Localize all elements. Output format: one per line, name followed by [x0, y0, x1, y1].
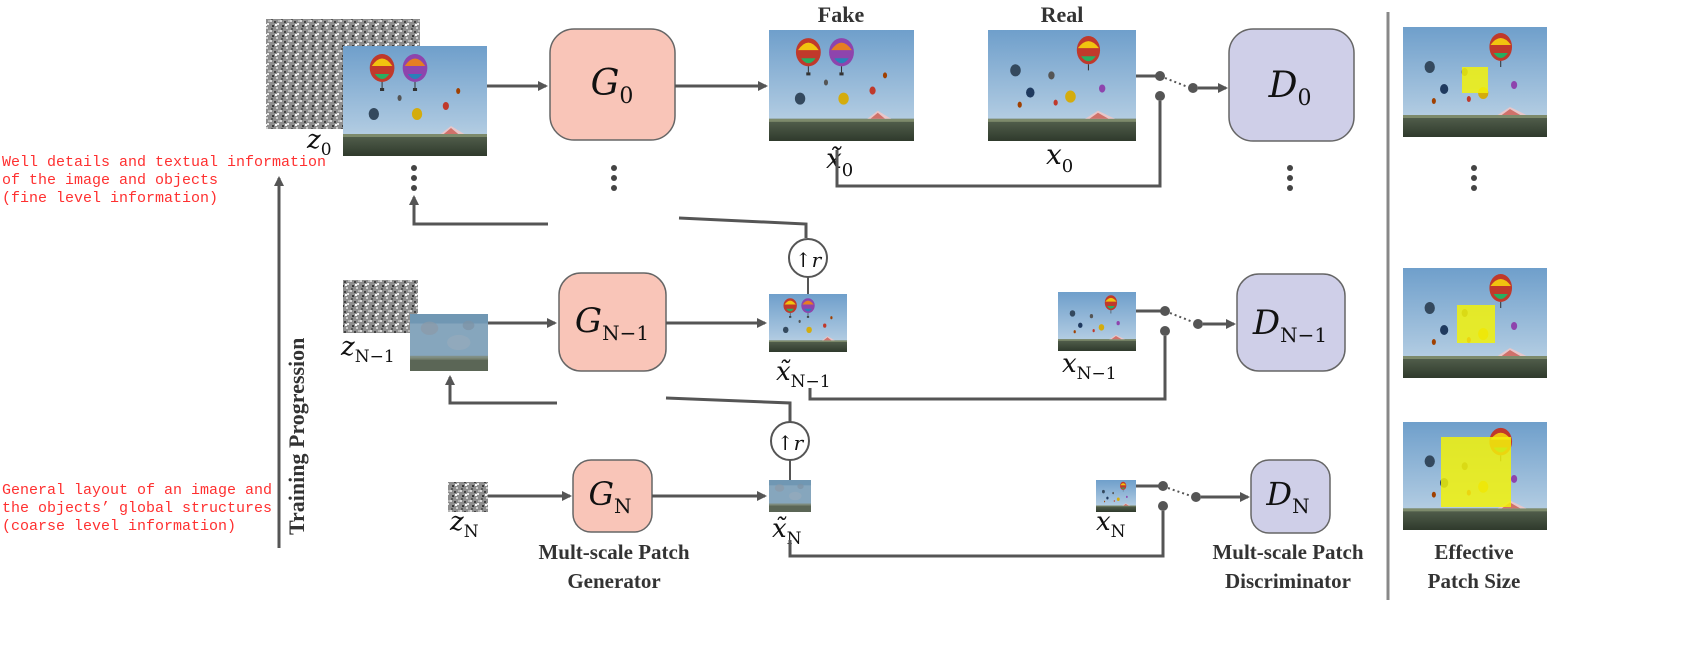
noise-image-zN-1 [343, 280, 418, 333]
label-g0: G0 [591, 63, 634, 109]
fake-label: Fake [818, 2, 865, 27]
upsample-label-1: ↑r [795, 248, 823, 272]
label-xN: xN [1096, 507, 1126, 542]
coarse-note-line-1: General layout of an image and [2, 482, 272, 499]
label-gN-1: GN−1 [575, 301, 649, 345]
label-d0: D0 [1268, 65, 1312, 111]
discriminator-dN [1250, 459, 1331, 534]
label-xtildeN-1: x̃N−1 [776, 357, 831, 392]
fake-image-xN-1 [769, 294, 847, 352]
fake-image-xN [769, 480, 811, 512]
fine-note-line-2: of the image and objects [2, 172, 218, 189]
label-z0: z0 [306, 125, 332, 160]
effective-caption-line-2: Patch Size [1428, 569, 1521, 593]
label-xN-1: xN−1 [1062, 349, 1117, 384]
fine-note-line-3: (fine level information) [2, 190, 218, 207]
label-dN-1: DN−1 [1252, 303, 1327, 347]
discriminator-dN-1 [1236, 273, 1346, 372]
discriminator-caption-line-2: Discriminator [1225, 569, 1351, 593]
discriminator-caption-line-1: Mult-scale Patch [1212, 540, 1363, 564]
discriminator-d0 [1228, 28, 1355, 142]
real-image-xN-1 [1058, 292, 1136, 351]
label-x0: x0 [1046, 138, 1073, 177]
training-progression-label: Training Progression [284, 338, 309, 535]
label-zN: zN [449, 507, 479, 542]
coarse-note-line-3: (coarse level information) [2, 518, 236, 535]
effective-caption-line-1: Effective [1434, 540, 1513, 564]
label-dN: DN [1265, 475, 1309, 518]
label-xtilde0: x̃0 [826, 142, 853, 181]
label-zN-1: zN−1 [340, 332, 395, 367]
upsample-label-2: ↑r [777, 431, 805, 455]
effective-patch-medium [1457, 305, 1495, 343]
real-label: Real [1041, 2, 1084, 27]
fake-feedback-line-row0 [835, 101, 1162, 188]
generator-caption-line-2: Generator [567, 569, 660, 593]
effective-patch-large [1441, 437, 1511, 507]
fine-note-line-1: Well details and textual information [2, 154, 326, 171]
ellipsis-dots [411, 165, 1477, 191]
effective-patch-small [1462, 67, 1488, 93]
generator-caption-line-1: Mult-scale Patch [538, 540, 689, 564]
input-image-rowN-1 [410, 314, 488, 371]
coarse-note-line-2: the objects’ global structures [2, 500, 272, 517]
label-gN: GN [588, 475, 631, 518]
real-image-x0 [988, 30, 1136, 141]
fake-image-x0 [769, 30, 914, 141]
noise-image-zN [448, 482, 488, 512]
label-xtildeN: x̃N [772, 514, 802, 549]
input-image-row0 [343, 46, 487, 156]
